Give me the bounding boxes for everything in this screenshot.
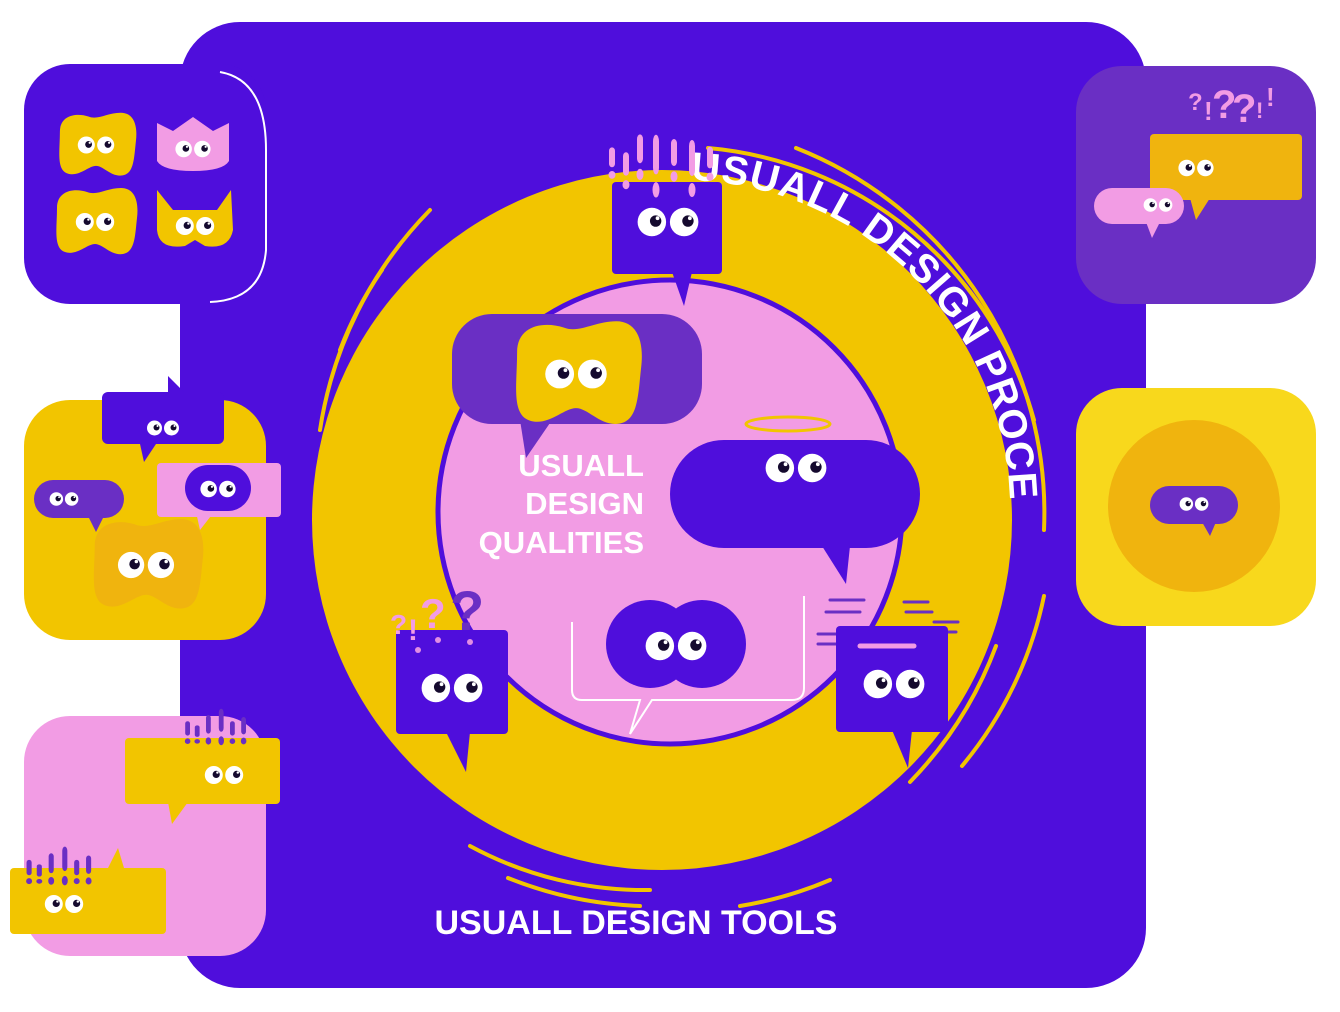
svg-text:USUALL: USUALL [518,448,644,483]
svg-text:?: ? [1188,89,1203,116]
svg-text:!: ! [484,605,493,636]
svg-text:?: ? [1232,87,1256,131]
question-marks-icon: ? ! ? ? ! ! [1188,82,1275,131]
speech-bubble-icon [34,480,124,532]
blob-face-icon [157,190,233,247]
svg-text:!: ! [1256,98,1263,123]
svg-text:!: ! [1204,96,1213,126]
halo-icon [744,415,832,433]
svg-text:!: ! [504,591,515,627]
blob-face-icon [157,117,229,171]
tile-single-bubble [1076,388,1316,626]
svg-text:!: ! [1266,82,1275,112]
speech-bubble-icon [1150,486,1238,536]
character-angel [670,415,920,584]
tile-conversation [24,376,281,640]
character-talking [816,598,960,768]
character-center-bottom [571,596,805,735]
tile-alerts [10,708,280,956]
svg-text:QUALITIES: QUALITIES [479,525,644,560]
svg-text:?: ? [1212,83,1236,127]
character-questions: ? ! ? ! ! ? [390,579,515,772]
speech-bubble-icon [102,376,224,462]
question-marks-icon: ? ! ? ! ! [390,590,515,647]
svg-text:?: ? [390,609,407,640]
orbit-lines [318,146,1047,908]
speech-bubble-icon [1150,134,1302,220]
svg-text:?: ? [420,590,446,637]
question-marks-icon: ? [450,579,484,642]
speech-bubble-icon [1094,188,1184,238]
speech-bubble-icon [157,463,281,530]
tile-questions: ? ! ? ? ! ! [1076,66,1316,304]
character-blob-bubble [452,314,702,458]
svg-text:DESIGN: DESIGN [525,486,644,521]
speech-bubble-icon [10,846,166,934]
tools-label: USUALL DESIGN TOOLS [434,904,837,942]
tile-emotions [24,64,267,304]
speech-bubble-icon [125,708,280,824]
svg-text:!: ! [408,614,418,647]
character-top [608,134,722,306]
qualities-label: USUALL DESIGN QUALITIES [479,448,644,560]
